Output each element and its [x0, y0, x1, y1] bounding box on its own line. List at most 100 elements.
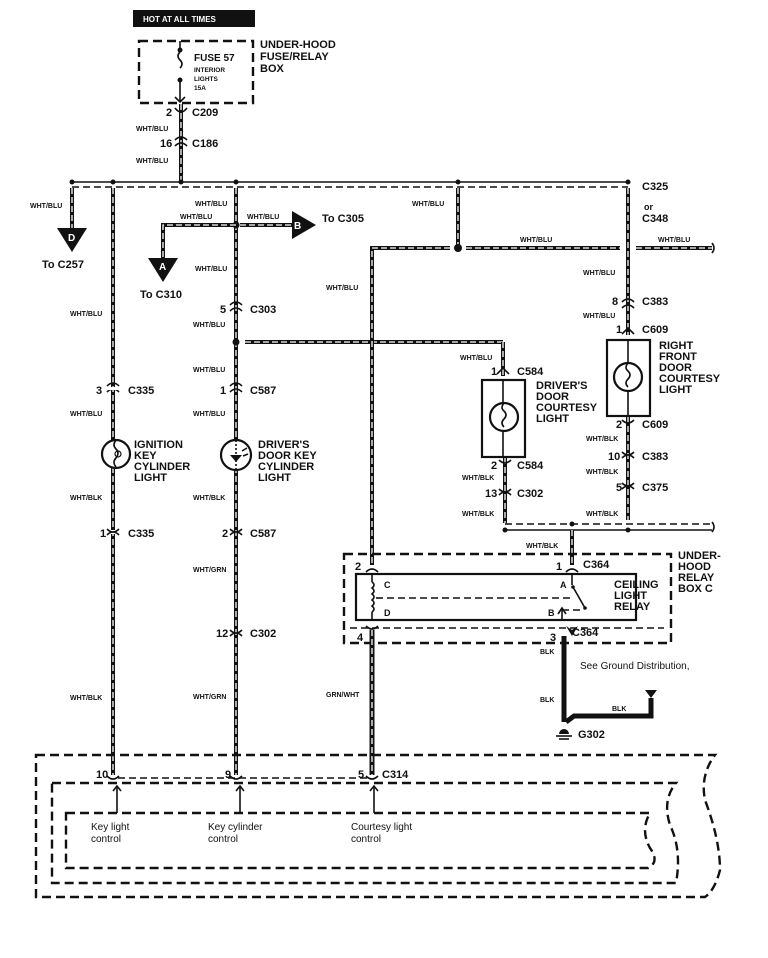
rf-courtesy-label-1: RIGHT [659, 340, 694, 352]
wire-label: WHT/BLK [526, 543, 558, 550]
wire-label: WHT/BLK [70, 695, 102, 702]
ignition-key-light-bulb-icon [100, 438, 132, 470]
c587-bot-pin: 2 [222, 528, 228, 540]
wire-label: WHT/BLU [195, 266, 227, 273]
ignition-label-4: LIGHT [134, 472, 167, 484]
c303-label: C303 [250, 304, 276, 316]
fuse-57-label: FUSE 57 [194, 53, 235, 64]
relay-coil-icon [370, 574, 375, 620]
key-cylinder-control-label-1: Key cylinder [208, 822, 263, 833]
c209-pin: 2 [166, 107, 172, 119]
drivers-courtesy-bulb-icon [488, 380, 520, 456]
relay-box-label-2: HOOD [678, 561, 711, 573]
rf-courtesy-bulb-icon [612, 340, 644, 415]
relay-terminal-c: C [384, 580, 391, 590]
rf-courtesy-label-4: COURTESY [659, 373, 721, 385]
c303-pin: 5 [220, 304, 226, 316]
c325-label: C325 [642, 181, 668, 193]
relay-terminal-b: B [548, 608, 555, 618]
wire-label: WHT/BLU [247, 214, 279, 221]
c314-pin-10: 10 [96, 769, 108, 781]
ground-connector-icon [645, 690, 657, 698]
c375-pin: 5 [616, 482, 622, 494]
wire-label: GRN/WHT [326, 692, 360, 699]
c364-pin-3: 3 [550, 632, 556, 644]
door-key-label-1: DRIVER'S [258, 439, 310, 451]
c609-top-label: C609 [642, 324, 668, 336]
c364-bot-label: C364 [572, 627, 599, 639]
relay-terminal-a: A [560, 580, 567, 590]
c587-top-label: C587 [250, 385, 276, 397]
wire-label: WHT/BLU [195, 201, 227, 208]
key-light-control-label-2: control [91, 834, 121, 845]
wire-label: WHT/BLK [586, 436, 618, 443]
c584-top-label: C584 [517, 366, 544, 378]
wire-label: WHT/BLU [193, 411, 225, 418]
c364-pin-1: 1 [556, 561, 562, 573]
c314-label: C314 [382, 769, 409, 781]
c335-top-label: C335 [128, 385, 154, 397]
c609-top-pin: 1 [616, 324, 622, 336]
offpage-d-icon[interactable] [57, 228, 87, 252]
c335-bot-label: C335 [128, 528, 154, 540]
control-unit-outer [34, 753, 722, 899]
wire-label: WHT/BLK [586, 469, 618, 476]
courtesy-light-control-label-1: Courtesy light [351, 822, 412, 833]
wire-label: WHT/BLU [658, 237, 690, 244]
offpage-a-letter: A [159, 262, 166, 273]
rf-courtesy-label-2: FRONT [659, 351, 697, 363]
relay-terminal-d: D [384, 608, 391, 618]
connector-c209-icon [174, 107, 188, 113]
key-light-control-label-1: Key light [91, 822, 130, 833]
c375-label: C375 [642, 482, 668, 494]
fuse-desc-1: INTERIOR [194, 67, 225, 74]
under-hood-relay-box-c [342, 552, 673, 645]
ground-g302-icon [556, 729, 572, 740]
wire-label: BLK [612, 706, 626, 713]
hot-at-all-times-label: HOT AT ALL TIMES [143, 15, 217, 24]
relay-box-label-4: BOX C [678, 583, 713, 595]
wire-label: BLK [540, 697, 554, 704]
control-unit-inner [64, 811, 656, 870]
wire-relay-feed [370, 246, 450, 565]
wire-label: WHT/BLK [462, 511, 494, 518]
c383-top-label: C383 [642, 296, 668, 308]
c314-pin-9: 9 [225, 769, 231, 781]
door-key-label-4: LIGHT [258, 472, 291, 484]
offpage-d-target[interactable]: To C257 [42, 259, 84, 271]
c364-top-label: C364 [583, 559, 610, 571]
wire-label: WHT/BLU [193, 367, 225, 374]
wire-label: BLK [540, 649, 554, 656]
or-label: or [644, 202, 653, 212]
offpage-a-icon[interactable] [148, 258, 178, 282]
offpage-a-target[interactable]: To C310 [140, 289, 182, 301]
control-unit-middle [50, 781, 680, 885]
wire-label: WHT/BLU [583, 270, 615, 277]
drivers-courtesy-label-3: COURTESY [536, 402, 598, 414]
drivers-courtesy-label-4: LIGHT [536, 413, 569, 425]
rf-courtesy-label-5: LIGHT [659, 384, 692, 396]
wire-label: WHT/BLU [70, 311, 102, 318]
offpage-b-target[interactable]: To C305 [322, 213, 364, 225]
c609-bot-label: C609 [642, 419, 668, 431]
fuse-box-label-2: FUSE/RELAY [260, 51, 329, 63]
c302-mid-pin: 13 [485, 488, 497, 500]
see-ground-distribution-note[interactable]: See Ground Distribution, [580, 661, 690, 672]
wire-label: WHT/BLU [460, 355, 492, 362]
wire-label: WHT/BLU [193, 322, 225, 329]
c335-bot-pin: 1 [100, 528, 106, 540]
ceiling-light-relay [354, 572, 638, 622]
c186-label: C186 [192, 138, 218, 150]
wire-label: WHT/BLK [70, 495, 102, 502]
c364-pin-2: 2 [355, 561, 361, 573]
c348-label: C348 [642, 213, 668, 225]
c584-bot-label: C584 [517, 460, 544, 472]
ignition-label-3: CYLINDER [134, 461, 190, 473]
c609-bot-pin: 2 [616, 419, 622, 431]
control-arrows [112, 784, 379, 813]
c584-bot-pin: 2 [491, 460, 497, 472]
door-key-cylinder-bulb-icon [219, 438, 253, 472]
offpage-b-icon[interactable] [292, 211, 316, 239]
wire-label: WHT/BLU [583, 313, 615, 320]
